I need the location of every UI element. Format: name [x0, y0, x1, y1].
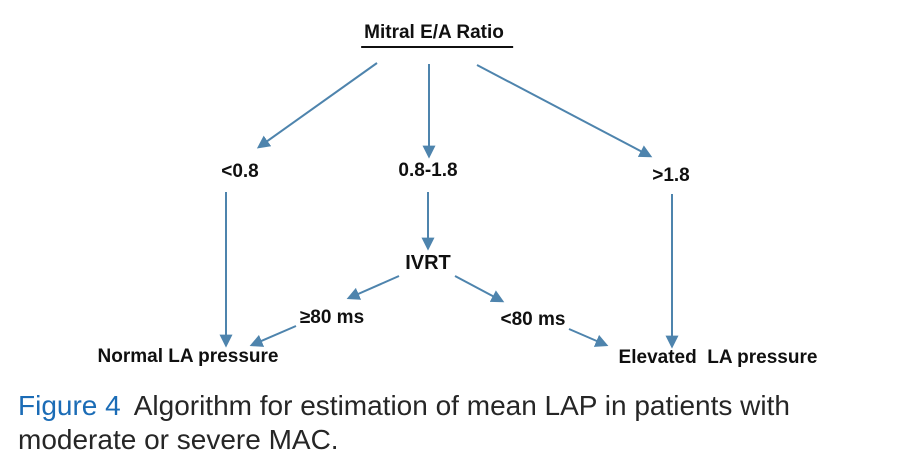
arrow-title-to-ratio-low: [256, 62, 378, 149]
node-ratio-high: >1.8: [652, 165, 690, 186]
arrow-ivrt-to-long: [346, 275, 400, 300]
node-outcome-normal: Normal LA pressure: [97, 346, 279, 367]
node-ivrt-short: <80 ms: [500, 309, 566, 330]
node-mitral-ea-ratio-title: Mitral E/A Ratio: [361, 22, 513, 48]
node-ivrt-long: ≥80 ms: [299, 307, 365, 328]
arrow-ivrt-to-short: [454, 275, 505, 303]
node-ratio-mid: 0.8-1.8: [398, 160, 458, 181]
arrow-title-to-ratio-high: [476, 64, 653, 158]
node-ivrt: IVRT: [405, 252, 451, 274]
node-ratio-low: <0.8: [221, 161, 259, 182]
figure-caption-text: Algorithm for estimation of mean LAP in …: [18, 390, 790, 455]
node-outcome-elevated: Elevated LA pressure: [618, 347, 818, 368]
arrow-long-to-normal: [249, 325, 297, 347]
figure-caption-label: Figure 4: [18, 390, 121, 421]
arrow-short-to-elevated: [568, 328, 609, 347]
